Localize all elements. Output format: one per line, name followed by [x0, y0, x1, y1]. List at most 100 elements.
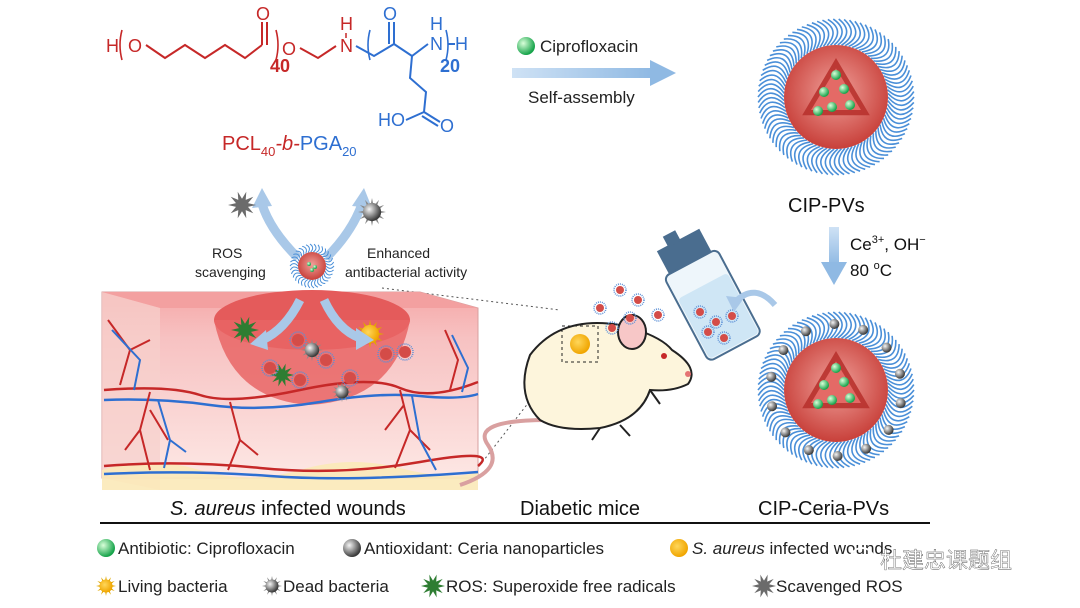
vesicle-hair [772, 125, 795, 143]
vesicle-hair [783, 38, 803, 59]
vesicle-hair [855, 317, 870, 343]
vesicle-hair [320, 248, 326, 256]
nanoparticle-small [289, 243, 335, 289]
vesicle-hair [824, 441, 835, 469]
vesicle-hair [851, 437, 866, 464]
vesicle-hair [806, 23, 821, 50]
vesicle-hair [851, 144, 866, 171]
ceria-particle [894, 368, 905, 379]
vesicle-hair [802, 144, 817, 170]
vesicle-hair [879, 55, 903, 73]
legend-ceria-icon [343, 539, 361, 557]
drug-dot [827, 102, 837, 112]
vesicle-hair [858, 319, 874, 345]
spray-particles [593, 283, 739, 345]
wound-caption: S. aureus infected wounds [170, 498, 406, 520]
vesicle-hair [884, 70, 911, 84]
drug-dot [831, 70, 841, 80]
vesicle-hair [829, 148, 840, 176]
legend-antibiotic: Antibiotic: Ciprofloxacin [118, 539, 295, 558]
vesicle-hair [840, 18, 852, 46]
vesicle-hair [782, 134, 802, 156]
chem-n1: N [340, 36, 353, 56]
mini-vesicle-shell [693, 305, 707, 319]
vesicle-hair [292, 272, 301, 278]
vesicle-hair [763, 114, 789, 129]
vesicle-hair [298, 276, 304, 284]
vesicle-hair [879, 124, 903, 142]
vesicle-hair [307, 279, 312, 289]
vesicle-hair [820, 441, 832, 469]
vesicle-hair [838, 147, 850, 175]
vesicle-hair [760, 362, 787, 376]
vesicle-hair [832, 311, 843, 339]
ceria-particle [780, 427, 791, 438]
scavenged-ros-icon [228, 191, 256, 219]
vesicle-hair [887, 100, 915, 111]
vesicle-hair [325, 268, 334, 273]
vesicle-hair [846, 146, 861, 172]
drug-dot [839, 377, 849, 387]
vesicle-hair [289, 266, 299, 271]
vesicle-hair [291, 256, 300, 262]
vesicle-hair [872, 133, 893, 153]
vesicle-hair [293, 253, 301, 259]
vesicle-hair [877, 127, 900, 146]
vesicle-hair [816, 313, 830, 341]
dead-bacterium [335, 385, 349, 399]
vesicle-hair [323, 254, 332, 260]
vesicle-hair [290, 259, 299, 264]
vesicle-hair [877, 51, 900, 69]
vesicle-hair [766, 118, 791, 134]
chem-acid-o: O [440, 116, 454, 136]
ceria-particle [861, 443, 872, 454]
vesicle-hair [811, 315, 826, 341]
chem-h-end: H [455, 34, 468, 54]
vesicle-hair [325, 261, 335, 266]
vesicle-hair [761, 110, 788, 124]
vesicle-hair [858, 26, 874, 52]
vesicle-hair [882, 117, 908, 133]
legend-row-2: Living bacteria Dead bacteria ROS: Super… [96, 574, 903, 598]
vesicle-hair [772, 48, 795, 67]
vesicle-hair [789, 139, 807, 162]
vesicle-hair [866, 137, 885, 160]
mini-vesicle-shell [701, 325, 715, 339]
vesicle-hair [869, 135, 889, 156]
vesicle-hair [820, 148, 832, 176]
vesicle-hair [859, 141, 876, 166]
vesicle-hair [881, 60, 906, 76]
chem-n2: N [430, 34, 443, 54]
antibac-label-line1: Enhanced [367, 245, 430, 261]
chem-ester-o: O [282, 39, 296, 59]
legend-dead-icon [265, 579, 279, 593]
vesicle-hair [776, 338, 797, 357]
vesicle-hair [772, 418, 795, 436]
vesicle-hair [873, 42, 894, 62]
vesicle-hair [304, 279, 309, 288]
vesicle-hair [769, 52, 793, 70]
ros-radical [270, 363, 294, 387]
vesicle-hair [798, 142, 814, 168]
ros-label-line2: scavenging [195, 264, 266, 280]
mini-vesicle-shell [623, 311, 637, 325]
chem-n2-h: H [430, 14, 443, 34]
vesicle-hair [796, 28, 813, 53]
ceria-particle [767, 401, 778, 412]
vesicle-hair [314, 279, 319, 288]
vesicle-hair [757, 87, 785, 98]
ceria-particle [895, 398, 906, 409]
mini-vesicle [608, 324, 616, 332]
chem-h-start: H [106, 36, 119, 56]
vesicle-hair [758, 394, 786, 407]
self-assembly-arrow: Ciprofloxacin Self-assembly [512, 37, 676, 107]
vesicle-hair [779, 334, 800, 354]
vesicle-hair [796, 321, 813, 346]
vesicle-hair [881, 353, 906, 369]
spray-bottle [656, 228, 761, 361]
vesicle-hair [806, 145, 821, 172]
vesicle-hair [885, 111, 912, 125]
vesicle-hair [766, 411, 791, 427]
vesicle-hair [815, 147, 828, 175]
drug-dot [845, 100, 855, 110]
